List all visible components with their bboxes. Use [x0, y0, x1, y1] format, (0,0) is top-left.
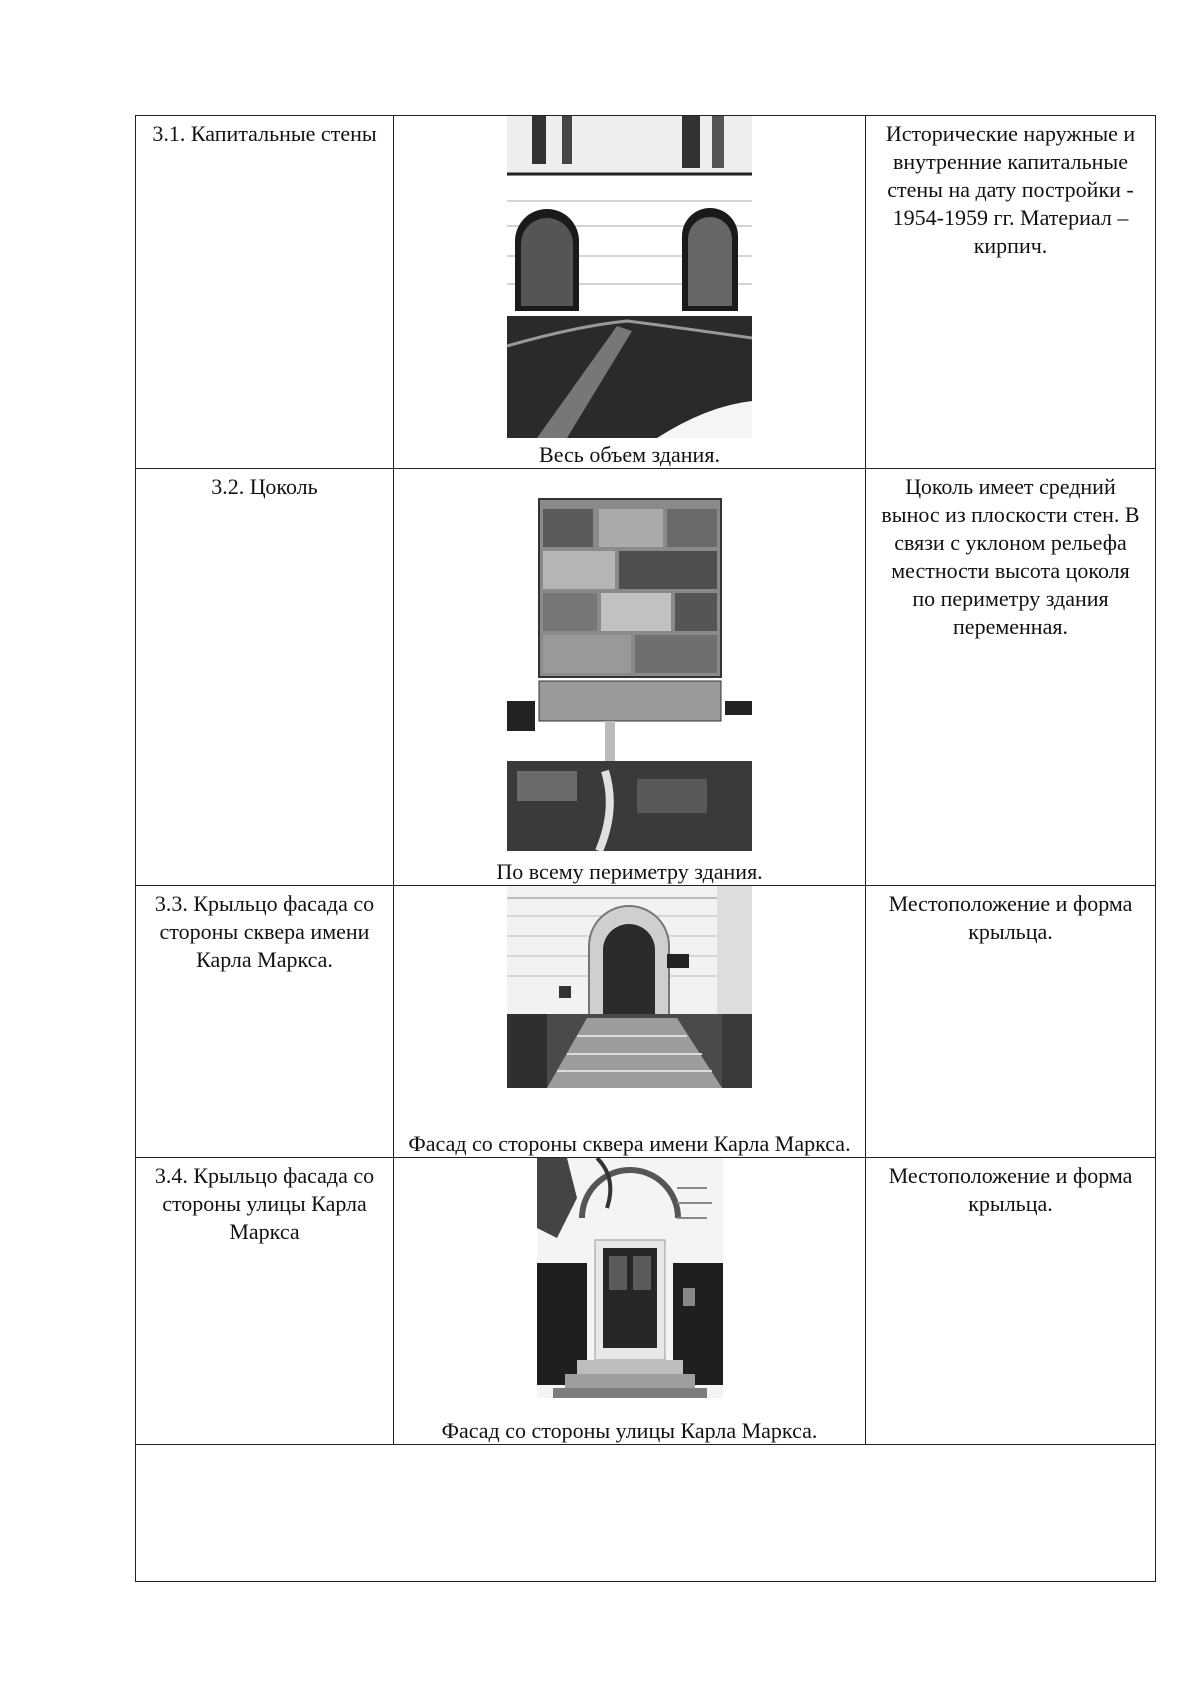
table-row: 3.4. Крыльцо фасада со стороны улицы Кар…	[135, 1157, 1156, 1445]
table-row-empty	[135, 1444, 1156, 1582]
row-label-cell: 3.3. Крыльцо фасада со стороны сквера им…	[135, 885, 394, 1158]
photo-caption: Фасад со стороны улицы Карла Маркса.	[441, 1418, 818, 1443]
row-label-cell: 3.4. Крыльцо фасада со стороны улицы Кар…	[135, 1157, 394, 1445]
row-description-cell: Местоположение и форма крыльца.	[865, 1157, 1156, 1445]
row-label: 3.1. Капитальные стены	[152, 121, 377, 146]
row-description: Местоположение и форма крыльца.	[888, 891, 1133, 944]
walls-photo	[507, 116, 752, 438]
photo-cell: По всему периметру здания.	[393, 468, 866, 886]
row-description: Цоколь имеет средний вынос из плоскости …	[881, 474, 1140, 639]
photo-caption: По всему периметру здания.	[496, 859, 763, 884]
row-label: 3.2. Цоколь	[211, 474, 318, 499]
row-label: 3.4. Крыльцо фасада со стороны улицы Кар…	[154, 1163, 375, 1244]
photo-caption: Фасад со стороны сквера имени Карла Марк…	[408, 1131, 851, 1156]
row-description: Исторические наружные и внутренние капит…	[885, 121, 1136, 258]
plinth-photo	[507, 489, 752, 851]
row-label: 3.3. Крыльцо фасада со стороны сквера им…	[154, 891, 375, 972]
row-description-cell: Цоколь имеет средний вынос из плоскости …	[865, 468, 1156, 886]
row-description: Местоположение и форма крыльца.	[888, 1163, 1133, 1216]
row-description-cell: Исторические наружные и внутренние капит…	[865, 115, 1156, 469]
photo-cell: Весь объем здания.	[393, 115, 866, 469]
monument-elements-table: 3.1. Капитальные стены	[135, 115, 1156, 1582]
table-row: 3.2. Цоколь	[135, 468, 1156, 886]
photo-caption: Весь объем здания.	[539, 442, 720, 467]
porch-square-photo	[507, 886, 752, 1088]
row-description-cell: Местоположение и форма крыльца.	[865, 885, 1156, 1158]
row-label-cell: 3.1. Капитальные стены	[135, 115, 394, 469]
row-label-cell: 3.2. Цоколь	[135, 468, 394, 886]
photo-cell: Фасад со стороны сквера имени Карла Марк…	[393, 885, 866, 1158]
photo-cell: Фасад со стороны улицы Карла Маркса.	[393, 1157, 866, 1445]
table-row: 3.1. Капитальные стены	[135, 115, 1156, 469]
empty-cell	[135, 1444, 1156, 1582]
table-row: 3.3. Крыльцо фасада со стороны сквера им…	[135, 885, 1156, 1158]
porch-street-photo	[536, 1158, 723, 1398]
